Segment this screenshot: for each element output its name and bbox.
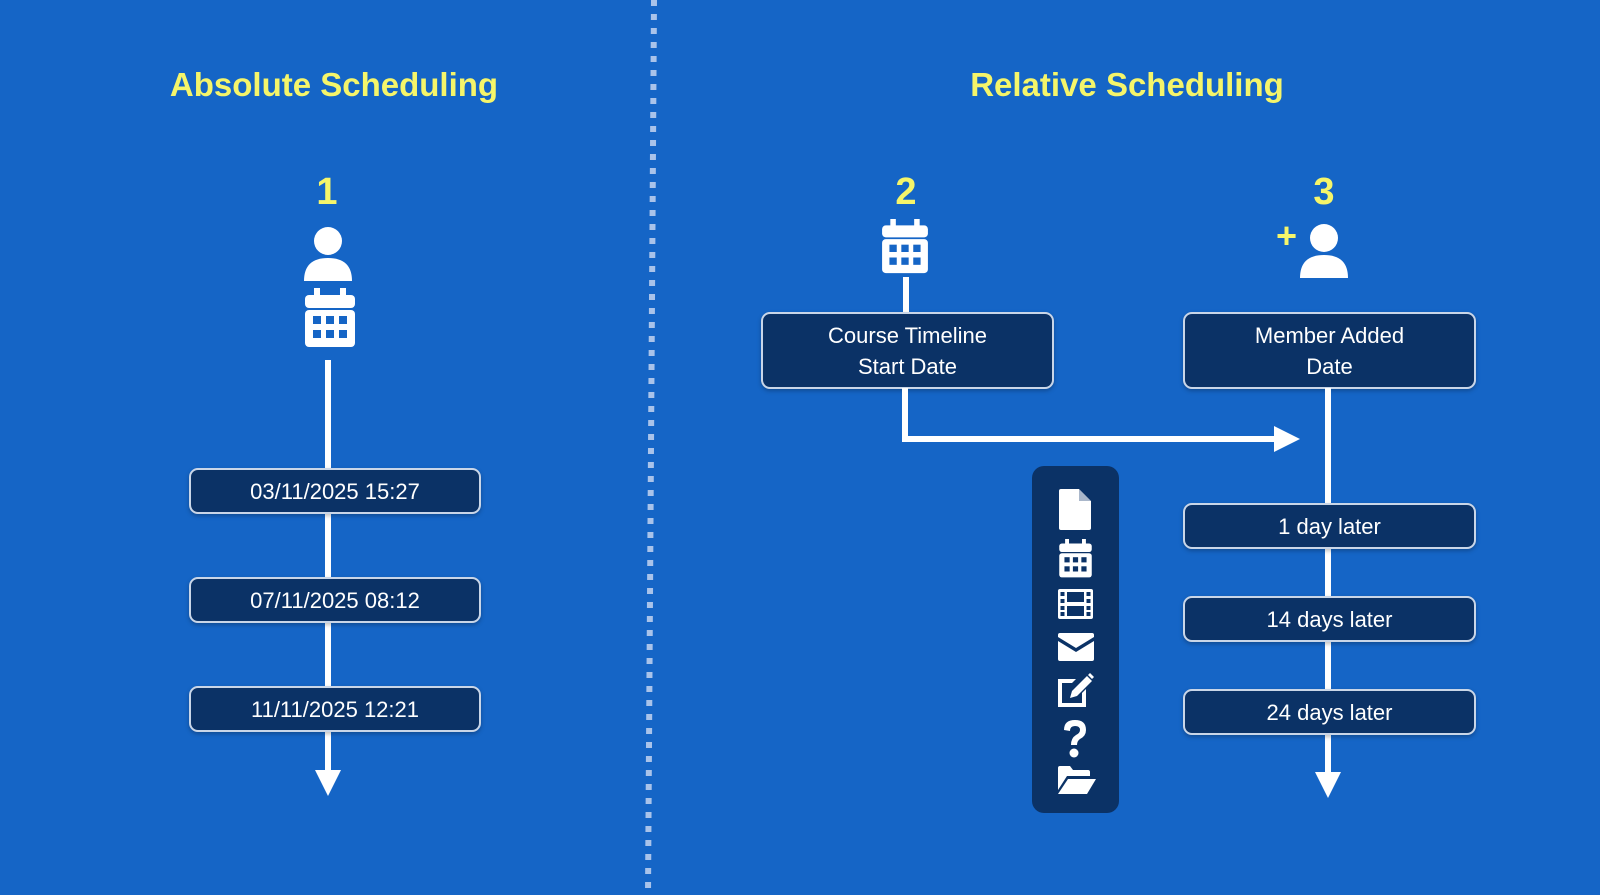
course-start-label-line1: Course Timeline xyxy=(828,322,987,348)
absolute-date-3: 11/11/2025 12:21 xyxy=(250,696,419,722)
absolute-scheduling-title: Absolute Scheduling xyxy=(169,66,499,103)
arrow-down-icon xyxy=(1315,772,1341,798)
email-icon xyxy=(1058,633,1094,661)
content-type-panel xyxy=(1032,466,1119,813)
step-number-1: 1 xyxy=(316,171,338,213)
course-timeline-start-date-box: Course Timeline Start Date xyxy=(761,312,1054,389)
absolute-date-box-3: 11/11/2025 12:21 xyxy=(189,686,481,732)
calendar-icon xyxy=(305,288,355,347)
edit-icon xyxy=(1058,673,1094,707)
relative-timeline-line xyxy=(1325,388,1331,776)
step-number-3: 3 xyxy=(1313,171,1335,213)
step-number-2: 2 xyxy=(895,171,917,213)
arrow-down-icon xyxy=(315,770,341,796)
course-start-down-line xyxy=(902,388,908,442)
absolute-timeline-line xyxy=(325,360,331,775)
offset-box-3: 24 days later xyxy=(1183,689,1476,735)
member-added-label-line1: Member Added xyxy=(1254,322,1405,348)
absolute-date-box-2: 07/11/2025 08:12 xyxy=(189,577,481,623)
add-user-icon xyxy=(1300,224,1348,278)
plus-sign: + xyxy=(1276,215,1298,256)
offset-label-3: 24 days later xyxy=(1266,699,1393,725)
offset-box-1: 1 day later xyxy=(1183,503,1476,549)
document-icon xyxy=(1059,489,1091,530)
member-added-date-box: Member Added Date xyxy=(1183,312,1476,389)
offset-label-2: 14 days later xyxy=(1266,606,1393,632)
arrow-right-icon xyxy=(1274,426,1300,452)
calendar-icon xyxy=(882,219,928,274)
relative-scheduling-title: Relative Scheduling xyxy=(970,66,1284,103)
offset-label-1: 1 day later xyxy=(1278,513,1381,539)
course-start-label-line2: Start Date xyxy=(857,353,958,379)
calendar-icon xyxy=(1059,539,1092,578)
video-icon xyxy=(1058,589,1093,619)
folder-open-icon xyxy=(1058,766,1096,794)
question-icon xyxy=(1064,720,1086,758)
absolute-date-2: 07/11/2025 08:12 xyxy=(250,587,420,613)
offset-box-2: 14 days later xyxy=(1183,596,1476,642)
user-icon xyxy=(304,227,352,281)
member-added-label-line2: Date xyxy=(1306,353,1353,379)
course-start-connector xyxy=(903,277,909,315)
course-start-horizontal-line xyxy=(902,436,1278,442)
absolute-date-1: 03/11/2025 15:27 xyxy=(250,478,420,504)
absolute-date-box-1: 03/11/2025 15:27 xyxy=(189,468,481,514)
